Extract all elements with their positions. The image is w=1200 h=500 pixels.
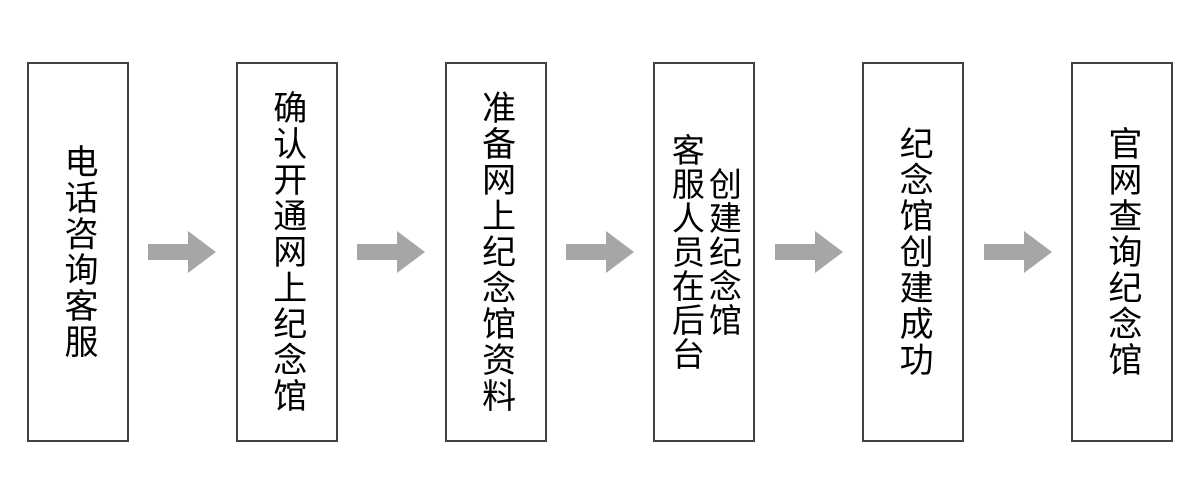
flow-node-label-column-1: 客服人员在后台: [666, 133, 706, 371]
flow-node-label-column-2: 创建纪念馆: [703, 167, 743, 337]
flow-node-label: 电话咨询客服: [58, 144, 98, 360]
flow-node-memorial-created-successfully[interactable]: 纪念馆创建成功: [862, 62, 965, 442]
flow-node-staff-creates-memorial-backend[interactable]: 客服人员在后台 创建纪念馆: [653, 62, 756, 442]
flow-arrow-3: [564, 62, 636, 442]
flow-arrow-5: [982, 62, 1054, 442]
right-arrow-icon: [774, 231, 843, 273]
flow-arrow-2: [355, 62, 427, 442]
flow-sequence: 电话咨询客服 确认开通网上纪念馆 准备网上纪念馆资料: [27, 62, 1173, 442]
flow-node-label: 确认开通网上纪念馆: [266, 90, 307, 414]
flow-arrow-1: [146, 62, 218, 442]
right-arrow-icon: [565, 231, 634, 273]
flow-node-query-memorial-on-official-site[interactable]: 官网查询纪念馆: [1070, 62, 1173, 442]
right-arrow-icon: [983, 231, 1052, 273]
flow-node-confirm-open-online-memorial[interactable]: 确认开通网上纪念馆: [235, 62, 338, 442]
flow-arrow-4: [773, 62, 845, 442]
flow-node-label: 官网查询纪念馆: [1101, 126, 1142, 378]
flow-node-phone-consult-support[interactable]: 电话咨询客服: [27, 62, 129, 442]
flow-node-label: 准备网上纪念馆资料: [475, 90, 516, 414]
right-arrow-icon: [357, 231, 426, 273]
right-arrow-icon: [148, 231, 217, 273]
flow-node-label: 纪念馆创建成功: [893, 126, 934, 378]
flow-node-prepare-memorial-materials[interactable]: 准备网上纪念馆资料: [444, 62, 547, 442]
